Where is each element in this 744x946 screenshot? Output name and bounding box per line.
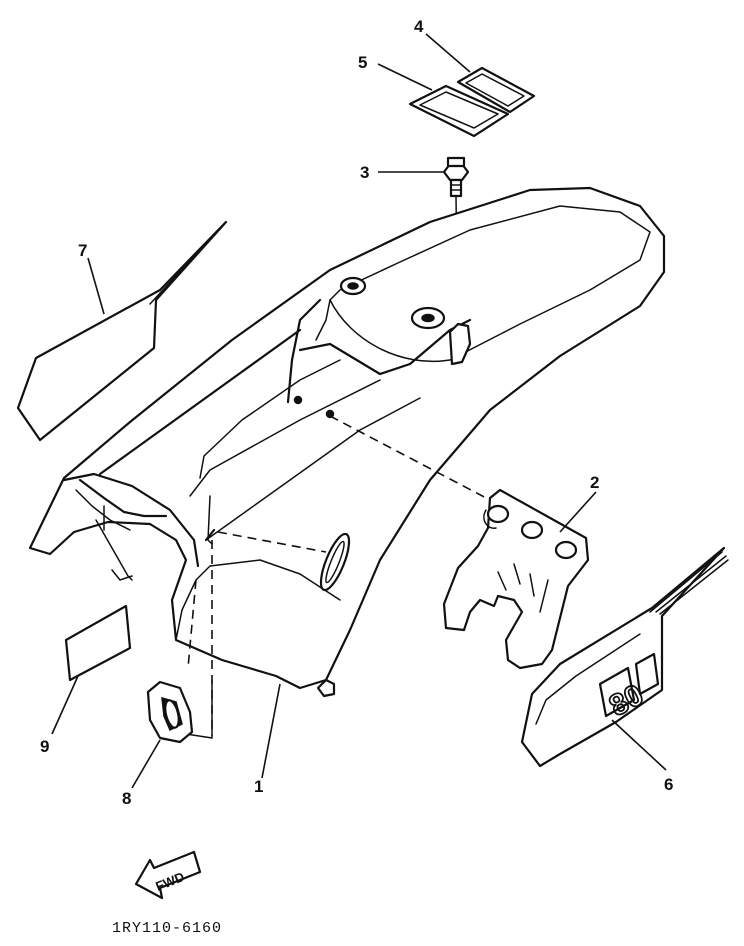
part-5-pad[interactable] (408, 84, 510, 138)
part-3-bolt[interactable] (442, 156, 470, 198)
part-8-grommet[interactable] (146, 680, 194, 744)
part-1-rear-fender[interactable] (28, 186, 666, 698)
part-2-bracket[interactable] (442, 488, 590, 670)
assembly-dashed-lines (187, 415, 491, 736)
part-7-decal[interactable] (16, 220, 228, 442)
callout-2: 2 (590, 473, 599, 492)
part-4-pad[interactable] (456, 66, 536, 114)
callout-4: 4 (414, 17, 424, 36)
callout-7: 7 (78, 241, 87, 260)
grommet-guide-line (185, 679, 213, 739)
fwd-arrow-icon: FWD (134, 850, 202, 900)
callout-9: 9 (40, 737, 49, 756)
leader-lines (51, 33, 667, 789)
callout-3: 3 (360, 163, 369, 182)
callout-6: 6 (664, 775, 673, 794)
callout-1: 1 (254, 777, 263, 796)
part-6-decal[interactable]: 80 (520, 546, 729, 768)
part-9-sticker[interactable] (64, 604, 132, 682)
callout-8: 8 (122, 789, 131, 808)
drawing-code: 1RY110-6160 (112, 920, 222, 937)
callout-5: 5 (358, 53, 367, 72)
